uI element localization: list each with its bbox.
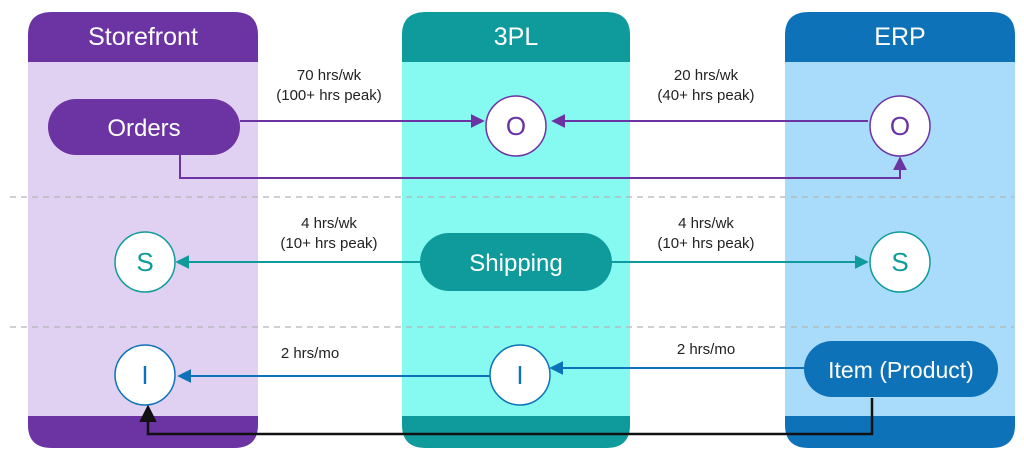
orders-3pl-node — [485, 95, 547, 157]
storefront-header — [28, 12, 258, 62]
erp-footer — [785, 416, 1015, 448]
orders-erp-node-label: O — [890, 111, 910, 141]
erp-title: ERP — [874, 23, 925, 51]
orders-left-peak: (100+ hrs peak) — [276, 87, 381, 104]
item-left-rate: 2 hrs/mo — [281, 345, 339, 362]
shipping-storefront-node — [114, 231, 176, 293]
orders-right-rate: 20 hrs/wk — [674, 67, 739, 84]
item-right-rate: 2 hrs/mo — [677, 341, 735, 358]
shipping-erp-node-label: S — [891, 247, 908, 277]
3pl-footer — [402, 416, 630, 448]
erp-header — [785, 12, 1015, 62]
3pl-title: 3PL — [494, 23, 539, 51]
shipping-left-rate: 4 hrs/wk — [301, 215, 357, 232]
storefront-footer — [28, 416, 258, 448]
item-3pl-node — [489, 344, 551, 406]
shipping-storefront-node-label: S — [136, 247, 153, 277]
item-row: Item (Product) I I 2 hrs/mo 2 hrs/mo — [114, 341, 998, 436]
shipping-row: Shipping S S 4 hrs/wk (10+ hrs peak) 4 h… — [114, 215, 931, 293]
orders-3pl-node-label: O — [506, 111, 526, 141]
orders-right-peak: (40+ hrs peak) — [657, 87, 754, 104]
item-erp-to-storefront-return-arrow — [139, 398, 874, 436]
orders-erp-node — [869, 95, 931, 157]
orders-to-erp-arrow — [179, 154, 907, 179]
orders-source-label: Orders — [107, 115, 180, 142]
storefront-title: Storefront — [88, 23, 198, 51]
item-storefront-node-label: I — [141, 360, 148, 390]
shipping-source-label: Shipping — [469, 250, 562, 277]
shipping-source-pill — [420, 233, 612, 291]
shipping-right-rate: 4 hrs/wk — [678, 215, 734, 232]
orders-row: Orders O O 70 hrs/wk (100+ hrs peak) 20 … — [48, 67, 931, 179]
orders-source-pill — [48, 99, 240, 155]
shipping-erp-node — [869, 231, 931, 293]
orders-left-rate: 70 hrs/wk — [297, 67, 362, 84]
shipping-right-peak: (10+ hrs peak) — [657, 235, 754, 252]
3pl-header — [402, 12, 630, 62]
item-source-pill — [804, 341, 998, 397]
item-3pl-node-label: I — [516, 360, 523, 390]
item-source-label: Item (Product) — [828, 357, 974, 383]
shipping-left-peak: (10+ hrs peak) — [280, 235, 377, 252]
item-storefront-node — [114, 344, 176, 406]
